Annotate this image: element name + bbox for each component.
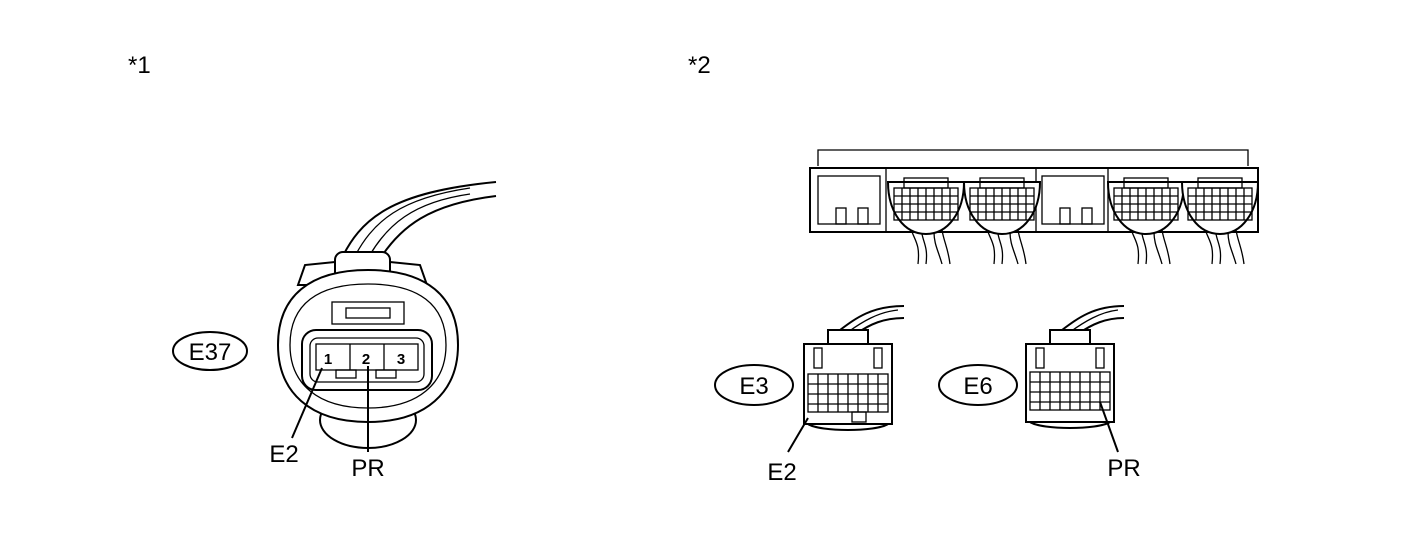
- figure-2: *2: [688, 52, 1259, 486]
- e6-terminal-pr: PR: [1107, 455, 1140, 482]
- e3-callout: [714, 364, 794, 406]
- e37-connector-label: E37: [189, 339, 232, 366]
- e2-leader-line: [291, 367, 323, 439]
- e3-terminal-e2: E2: [767, 459, 796, 486]
- e3-connector-label: E3: [739, 373, 768, 400]
- e6-connector-label: E6: [963, 373, 992, 400]
- e37-pin-3: 3: [397, 351, 405, 368]
- ecu-plug-1: [887, 177, 965, 265]
- e37-terminal-pr: PR: [351, 455, 384, 482]
- ecu-plug-3: [1107, 177, 1185, 265]
- e37-callout: [172, 331, 248, 371]
- ecu-plug-2: [963, 177, 1041, 265]
- figure-1-marker: *1: [128, 52, 151, 79]
- e37-pin-1: 1: [324, 351, 332, 368]
- e37-pin-2: 2: [362, 351, 370, 368]
- figure-2-marker: *2: [688, 52, 711, 79]
- e3-connector: [803, 305, 905, 431]
- e3-e2-leader-line: [787, 417, 809, 453]
- e6-pr-leader-line: [1099, 401, 1119, 453]
- e37-wire-harness: [339, 181, 497, 263]
- e6-connector: [1025, 305, 1125, 429]
- figure-1: *1 1 2 3: [128, 52, 497, 482]
- e6-callout: [938, 364, 1018, 406]
- e37-connector: 1 2 3: [276, 251, 460, 449]
- ecu-plug-4: [1181, 177, 1259, 265]
- e37-terminal-e2: E2: [269, 441, 298, 468]
